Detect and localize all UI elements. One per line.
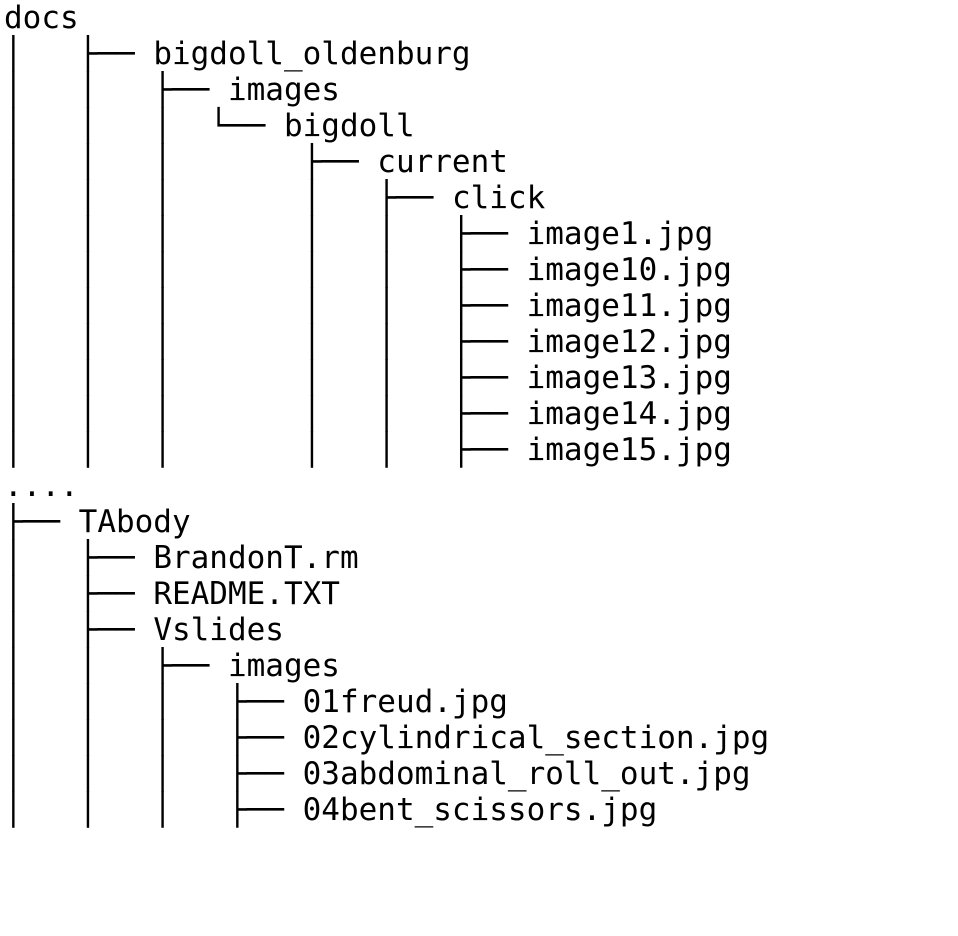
tree-branch: │ ├── — [4, 612, 154, 648]
tree-row-image12: │ │ │ │ │ ├── image12.jpg — [4, 324, 769, 360]
tree-branch: │ │ │ │ │ ├── — [4, 252, 527, 288]
tree-entry-name: bigdoll_oldenburg — [153, 36, 471, 72]
tree-row-image14: │ │ │ │ │ ├── image14.jpg — [4, 396, 769, 432]
tree-branch: │ │ │ │ │ ├── — [4, 432, 527, 468]
tree-entry-name: image12.jpg — [526, 324, 732, 360]
tree-entry-name: 02cylindrical_section.jpg — [302, 720, 770, 756]
tree-branch: │ │ │ ├── — [4, 756, 303, 792]
tree-branch: │ ├── — [4, 540, 154, 576]
tree-entry-name: docs — [4, 0, 79, 36]
tree-row-current: │ │ │ ├── current — [4, 144, 769, 180]
tree-row-image15: │ │ │ │ │ ├── image15.jpg — [4, 432, 769, 468]
tree-entry-name: image1.jpg — [526, 216, 714, 252]
tree-row-image10: │ │ │ │ │ ├── image10.jpg — [4, 252, 769, 288]
tree-row-image11: │ │ │ │ │ ├── image11.jpg — [4, 288, 769, 324]
tree-row-click: │ │ │ │ ├── click — [4, 180, 769, 216]
tree-branch: ├── — [4, 504, 79, 540]
tree-branch: │ │ │ │ │ ├── — [4, 288, 527, 324]
directory-tree: docs│ ├── bigdoll_oldenburg│ │ ├── image… — [4, 0, 769, 828]
tree-row-01freud: │ │ │ ├── 01freud.jpg — [4, 684, 769, 720]
tree-branch: │ │ │ │ │ ├── — [4, 216, 527, 252]
tree-row-bigdoll-oldenburg: │ ├── bigdoll_oldenburg — [4, 36, 769, 72]
tree-branch: │ │ │ ├── — [4, 792, 303, 828]
tree-row-04bent: │ │ │ ├── 04bent_scissors.jpg — [4, 792, 769, 828]
tree-entry-name: 04bent_scissors.jpg — [302, 792, 658, 828]
tree-row-brandont: │ ├── BrandonT.rm — [4, 540, 769, 576]
tree-branch: │ │ │ ├── — [4, 684, 303, 720]
tree-branch: │ │ │ │ │ ├── — [4, 360, 527, 396]
tree-row-bigdoll: │ │ │ └── bigdoll — [4, 108, 769, 144]
tree-row-03abdominal: │ │ │ ├── 03abdominal_roll_out.jpg — [4, 756, 769, 792]
tree-row-image13: │ │ │ │ │ ├── image13.jpg — [4, 360, 769, 396]
tree-row-images: │ │ ├── images — [4, 72, 769, 108]
tree-entry-name: BrandonT.rm — [153, 540, 359, 576]
tree-branch: │ ├── — [4, 36, 154, 72]
tree-entry-name: images — [227, 648, 340, 684]
tree-row-vslides: │ ├── Vslides — [4, 612, 769, 648]
tree-branch: │ │ │ │ ├── — [4, 180, 452, 216]
tree-entry-name: 03abdominal_roll_out.jpg — [302, 756, 751, 792]
tree-entry-name: current — [377, 144, 508, 180]
tree-row-image1: │ │ │ │ │ ├── image1.jpg — [4, 216, 769, 252]
tree-branch: │ │ │ ├── — [4, 720, 303, 756]
tree-row-tabody: ├── TAbody — [4, 504, 769, 540]
tree-entry-name: image10.jpg — [526, 252, 732, 288]
tree-entry-name: README.TXT — [153, 576, 340, 612]
tree-entry-name: image14.jpg — [526, 396, 732, 432]
tree-entry-name: images — [227, 72, 340, 108]
tree-entry-name: image13.jpg — [526, 360, 732, 396]
tree-row-02cylindrical: │ │ │ ├── 02cylindrical_section.jpg — [4, 720, 769, 756]
tree-row-ellipsis: .... — [4, 468, 769, 504]
tree-row-vslides-images: │ │ ├── images — [4, 648, 769, 684]
tree-branch: │ │ ├── — [4, 72, 228, 108]
tree-entry-name: image11.jpg — [526, 288, 732, 324]
tree-branch: │ │ │ └── — [4, 108, 284, 144]
tree-entry-name: bigdoll — [283, 108, 415, 144]
tree-entry-name: Vslides — [153, 612, 284, 648]
tree-entry-name: image15.jpg — [526, 432, 732, 468]
tree-row-readme: │ ├── README.TXT — [4, 576, 769, 612]
tree-entry-name: .... — [4, 468, 79, 504]
tree-entry-name: TAbody — [78, 504, 191, 540]
tree-branch: │ ├── — [4, 576, 154, 612]
tree-branch: │ │ │ │ │ ├── — [4, 396, 527, 432]
tree-row-docs: docs — [4, 0, 769, 36]
tree-branch: │ │ ├── — [4, 648, 228, 684]
tree-branch: │ │ │ ├── — [4, 144, 378, 180]
tree-entry-name: 01freud.jpg — [302, 684, 508, 720]
tree-branch: │ │ │ │ │ ├── — [4, 324, 527, 360]
tree-entry-name: click — [451, 180, 546, 216]
